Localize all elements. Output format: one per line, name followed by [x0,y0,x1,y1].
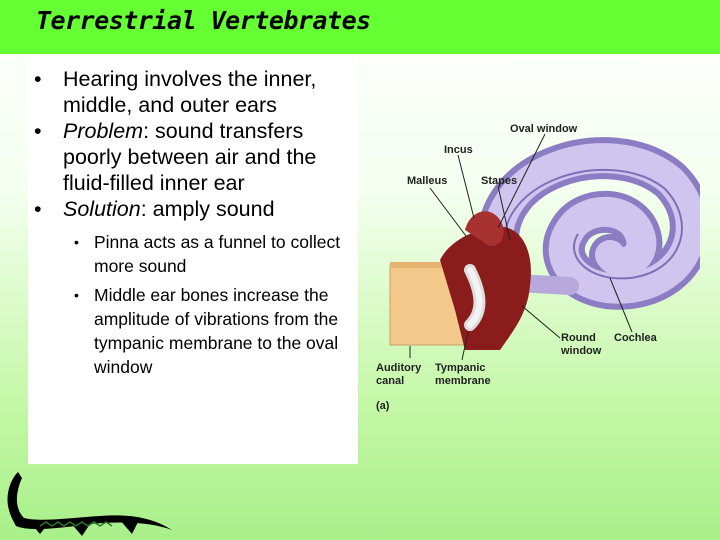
label-tympanic-membrane-line2: membrane [435,375,491,387]
ear-diagram: Oval window Incus Malleus Stapes Round w… [376,123,700,412]
title-bar: Terrestrial Vertebrates [0,0,720,54]
slide-title: Terrestrial Vertebrates [36,6,371,35]
label-panel-a: (a) [376,400,390,412]
leader-lines [409,133,633,361]
alligator-logo [7,472,173,536]
label-stapes: Stapes [481,175,517,187]
label-oval-window: Oval window [510,123,578,135]
label-round-window-line1: Round [561,332,596,344]
bullet-list: Hearing involves the inner, middle, and … [28,66,358,222]
sub-bullet-list: Pinna acts as a funnel to collect more s… [28,230,358,379]
sub-bullet-bones: Middle ear bones increase the amplitude … [28,283,358,379]
sub-bullet-pinna: Pinna acts as a funnel to collect more s… [28,230,358,278]
middle-ear-illustration [440,211,531,350]
label-round-window-line2: window [560,345,602,357]
label-cochlea: Cochlea [614,332,658,344]
bullet-hearing: Hearing involves the inner, middle, and … [28,66,358,118]
bullet-solution: Solution: amply sound [28,196,358,222]
text-panel: Hearing involves the inner, middle, and … [28,58,358,464]
label-incus: Incus [444,144,473,156]
label-malleus: Malleus [407,175,447,187]
label-auditory-canal-line1: Auditory [376,362,422,374]
label-tympanic-membrane-line1: Tympanic [435,362,486,374]
bullet-solution-label: Solution [63,197,141,221]
bullet-problem: Problem: sound transfers poorly between … [28,118,358,196]
bullet-problem-label: Problem [63,119,144,143]
label-auditory-canal-line2: canal [376,375,404,387]
